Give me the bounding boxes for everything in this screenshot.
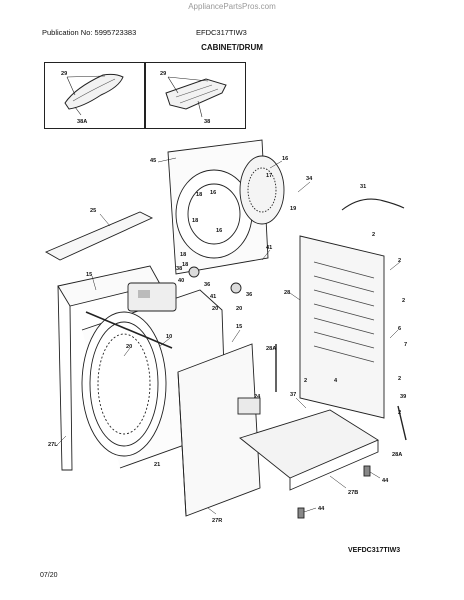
callout-18c: 18 <box>180 252 186 258</box>
support-bracket <box>85 311 173 349</box>
callout-24: 24 <box>254 394 261 400</box>
watermark: AppliancePartsPros.com <box>188 2 276 11</box>
callout-2f: 2 <box>398 410 401 416</box>
callout-18b: 18 <box>192 218 198 224</box>
callout-41: 41 <box>266 245 272 251</box>
diagram-reference-code: VEFDC317TIW3 <box>348 547 401 554</box>
leveling-leg-right <box>363 465 371 477</box>
callout-41b: 41 <box>210 294 216 300</box>
publication-number: Publication No: 5995723383 <box>42 28 137 37</box>
callout-38: 38 <box>176 266 182 272</box>
footer-date: 07/20 <box>40 572 58 579</box>
roller-left <box>188 266 200 278</box>
callout-16: 16 <box>282 156 288 162</box>
control-board <box>127 282 177 312</box>
callout-15b: 15 <box>236 324 242 330</box>
callout-36a: 36 <box>204 282 210 288</box>
base <box>239 409 379 479</box>
model-number: EFDC317TIW3 <box>196 28 247 37</box>
callout-25: 25 <box>90 208 96 214</box>
callout-28a-b: 28A <box>392 452 402 458</box>
inset-right-callout-38: 38 <box>204 119 210 125</box>
callout-6: 6 <box>398 326 401 332</box>
callout-44b: 44 <box>318 506 325 512</box>
callout-10: 10 <box>166 334 172 340</box>
rear-panel <box>299 235 385 419</box>
callout-2a: 2 <box>372 232 375 238</box>
callout-31: 31 <box>360 184 366 190</box>
inset-left-callout-29: 29 <box>61 71 67 77</box>
inlet-box <box>237 397 261 415</box>
inset-right-drawing: 29 38 <box>160 71 227 125</box>
callout-34: 34 <box>306 176 313 182</box>
drum-front-opening <box>81 311 167 457</box>
inset-left-drawing: 29 38A <box>61 71 124 125</box>
callout-20a: 20 <box>212 306 218 312</box>
front-panel <box>177 343 261 517</box>
callout-18d: 18 <box>182 262 188 268</box>
callout-39: 39 <box>400 394 406 400</box>
inset-left-callout-38a: 38A <box>77 119 87 125</box>
callout-27r: 27R <box>212 518 222 524</box>
callout-4: 4 <box>334 378 338 384</box>
top-panel <box>44 211 154 261</box>
callout-17: 17 <box>266 173 272 179</box>
callout-40a: 40 <box>178 278 184 284</box>
callout-labels: 45 16 17 34 31 19 16 18 18 18 16 25 18 4… <box>48 156 407 524</box>
callout-45: 45 <box>150 158 156 164</box>
callout-21: 21 <box>154 462 160 468</box>
inset-detail-left: 29 38A <box>44 62 145 129</box>
bracket-right <box>397 405 407 441</box>
callout-2c: 2 <box>402 298 405 304</box>
callout-37: 37 <box>290 392 296 398</box>
callout-2b: 2 <box>398 258 401 264</box>
callout-20c: 20 <box>126 344 132 350</box>
callout-28: 28 <box>284 290 290 296</box>
callout-27l: 27L <box>48 442 58 448</box>
power-cord <box>341 198 405 211</box>
callout-16c: 16 <box>216 228 222 234</box>
callout-27b: 27B <box>348 490 358 496</box>
callout-19: 19 <box>290 206 296 212</box>
inset-detail-right: 29 38 <box>145 62 246 129</box>
callout-7: 7 <box>404 342 407 348</box>
callout-28a: 28A <box>266 346 276 352</box>
callout-15a: 15 <box>86 272 92 278</box>
section-title: CABINET/DRUM <box>201 43 263 52</box>
callout-2e: 2 <box>304 378 307 384</box>
callout-2d: 2 <box>398 376 401 382</box>
callout-36b: 36 <box>246 292 252 298</box>
leveling-leg-left <box>297 507 305 519</box>
roller-right <box>230 282 242 294</box>
callout-16b: 16 <box>210 190 216 196</box>
callout-18a: 18 <box>196 192 202 198</box>
heater-duct <box>239 155 285 225</box>
callout-44a: 44 <box>382 478 389 484</box>
inset-right-callout-29: 29 <box>160 71 166 77</box>
callout-20b: 20 <box>236 306 242 312</box>
